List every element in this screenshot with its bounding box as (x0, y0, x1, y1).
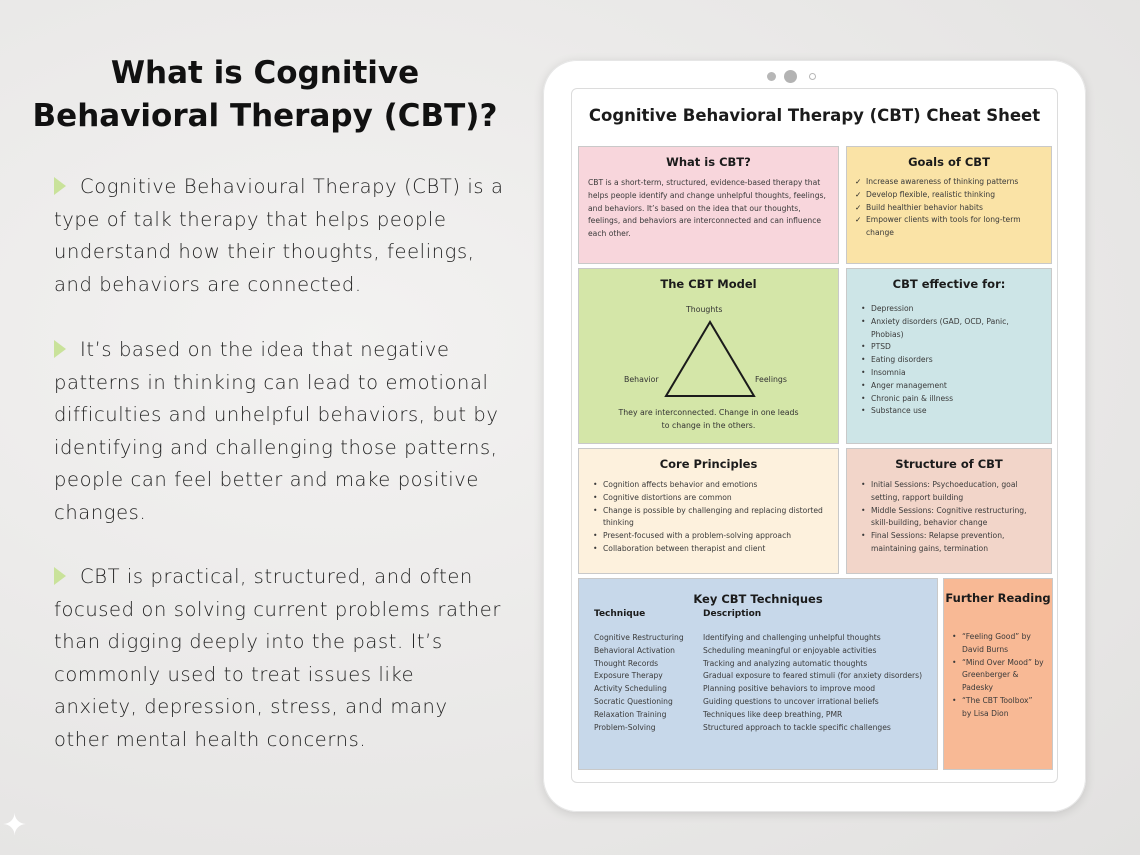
what-heading: What is CBT? (666, 155, 751, 169)
further-reading-box: Further Reading “Feeling Good” by David … (943, 578, 1053, 770)
table-cell: Problem-Solving (594, 722, 656, 732)
table-cell: Tracking and analyzing automatic thought… (703, 658, 868, 668)
technique-column-header: Technique (594, 609, 646, 619)
list-item: Substance use (861, 405, 1041, 418)
table-cell: Identifying and challenging unhelpful th… (703, 633, 881, 642)
effective-list: Depression Anxiety disorders (GAD, OCD, … (847, 291, 1051, 418)
list-item: Cognition affects behavior and emotions (593, 479, 828, 492)
what-is-cbt-box: What is CBT? CBT is a short-term, struct… (578, 146, 839, 264)
table-cell: Scheduling meaningful or enjoyable activ… (703, 645, 877, 655)
core-heading: Core Principles (659, 457, 758, 471)
list-item: “Feeling Good” by David Burns (952, 631, 1044, 657)
title-line-1: What is Cognitive (110, 55, 420, 91)
table-cell: Behavioral Activation (594, 645, 675, 655)
what-text: CBT is a short-term, structured, evidenc… (588, 178, 826, 239)
list-item: Build healthier behavior habits (855, 202, 1043, 215)
intro-paragraph-3: CBT is practical, structured, and often … (54, 565, 501, 751)
list-item: Middle Sessions: Cognitive restructuring… (861, 505, 1041, 531)
reading-list: “Feeling Good” by David Burns “Mind Over… (944, 605, 1052, 721)
table-cell: Techniques like deep breathing, PMR (703, 709, 843, 719)
list-item: Final Sessions: Relapse prevention, main… (861, 530, 1041, 556)
list-item: PTSD (861, 341, 1041, 354)
list-item: “The CBT Toolbox” by Lisa Dion (952, 695, 1044, 721)
list-item: Anger management (861, 380, 1041, 393)
techniques-box: Key CBT Techniques Technique Description… (578, 578, 938, 770)
list-item: Insomnia (861, 367, 1041, 380)
list-item: Depression (861, 303, 1041, 316)
triangle-diagram (664, 320, 756, 397)
thoughts-label: Thoughts (686, 305, 723, 314)
list-item: Present-focused with a problem-solving a… (593, 530, 828, 543)
list-item: Develop flexible, realistic thinking (855, 189, 1043, 202)
effective-heading: CBT effective for: (892, 277, 1006, 291)
intro-paragraph-2: It’s based on the idea that negative pat… (54, 338, 499, 524)
camera-lens-icon (784, 70, 797, 83)
sparkle-icon: ✦ (2, 808, 28, 843)
title-line-2: Behavioral Therapy (CBT)? (32, 98, 498, 134)
model-caption: They are interconnected. Change in one l… (618, 408, 799, 430)
list-item: Initial Sessions: Psychoeducation, goal … (861, 479, 1041, 505)
list-item: Empower clients with tools for long-term… (855, 214, 1043, 240)
structure-list: Initial Sessions: Psychoeducation, goal … (847, 471, 1051, 556)
table-cell: Cognitive Restructuring (594, 633, 684, 642)
cbt-model-box: The CBT Model Thoughts Behavior Feelings… (578, 268, 839, 444)
list-item: Eating disorders (861, 354, 1041, 367)
description-column-header: Description (703, 609, 762, 619)
goals-list: Increase awareness of thinking patterns … (847, 169, 1051, 240)
model-heading: The CBT Model (660, 277, 757, 291)
camera-dot-icon (767, 72, 776, 81)
table-cell: Relaxation Training (594, 709, 667, 719)
table-cell: Socratic Questioning (594, 696, 673, 706)
table-cell: Gradual exposure to feared stimuli (for … (703, 671, 923, 681)
list-item: Anxiety disorders (GAD, OCD, Panic, Phob… (861, 316, 1041, 342)
reading-heading: Further Reading (945, 591, 1051, 605)
list-item: “Mind Over Mood” by Greenberger & Padesk… (952, 657, 1044, 695)
table-cell: Structured approach to tackle specific c… (703, 722, 891, 732)
list-item: Collaboration between therapist and clie… (593, 543, 828, 556)
table-cell: Thought Records (594, 658, 659, 668)
structure-box: Structure of CBT Initial Sessions: Psych… (846, 448, 1052, 574)
arrow-bullet-icon (54, 177, 66, 195)
arrow-bullet-icon (54, 340, 66, 358)
technique-descriptions: Identifying and challenging unhelpful th… (703, 632, 922, 734)
sheet-title: Cognitive Behavioral Therapy (CBT) Cheat… (588, 106, 1041, 125)
structure-heading: Structure of CBT (895, 457, 1003, 471)
core-list: Cognition affects behavior and emotions … (579, 471, 838, 556)
techniques-heading: Key CBT Techniques (693, 592, 823, 606)
arrow-bullet-icon (54, 567, 66, 585)
effective-for-box: CBT effective for: Depression Anxiety di… (846, 268, 1052, 444)
feelings-label: Feelings (755, 375, 787, 384)
table-cell: Planning positive behaviors to improve m… (703, 684, 876, 694)
intro-paragraph-1: Cognitive Behavioural Therapy (CBT) is a… (54, 175, 504, 296)
list-item: Change is possible by challenging and re… (593, 505, 828, 531)
list-item: Increase awareness of thinking patterns (855, 176, 1043, 189)
table-cell: Activity Scheduling (594, 684, 667, 694)
goals-box: Goals of CBT Increase awareness of think… (846, 146, 1052, 264)
technique-names: Cognitive Restructuring Behavioral Activ… (594, 632, 684, 734)
page-title: What is Cognitive Behavioral Therapy (CB… (30, 52, 500, 138)
table-cell: Exposure Therapy (594, 671, 663, 681)
list-item: Cognitive distortions are common (593, 492, 828, 505)
list-item: Chronic pain & illness (861, 393, 1041, 406)
goals-heading: Goals of CBT (908, 155, 990, 169)
core-principles-box: Core Principles Cognition affects behavi… (578, 448, 839, 574)
tablet-frame: Cognitive Behavioral Therapy (CBT) Cheat… (543, 60, 1086, 812)
table-cell: Guiding questions to uncover irrational … (703, 696, 879, 706)
behavior-label: Behavior (624, 375, 659, 384)
cheat-sheet: Cognitive Behavioral Therapy (CBT) Cheat… (571, 88, 1058, 783)
camera-sensor-icon (809, 73, 816, 80)
